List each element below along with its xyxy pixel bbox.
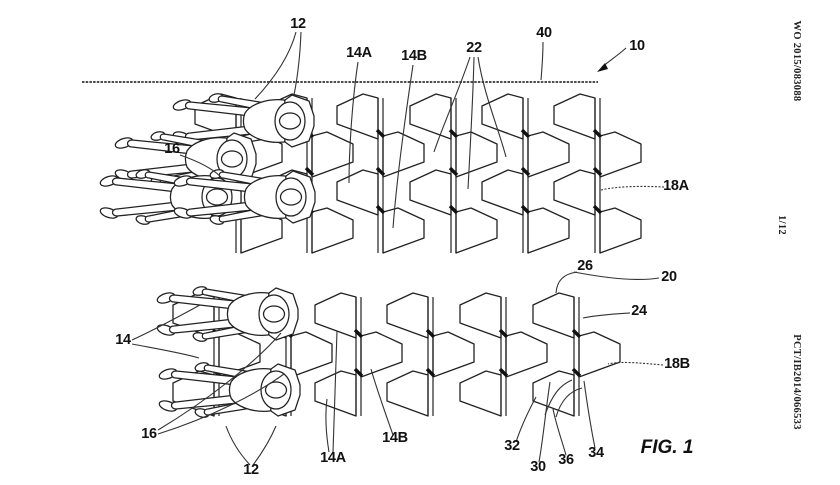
ref-label-10: 10 bbox=[629, 38, 645, 54]
seat-junction-wedge bbox=[375, 166, 386, 177]
ref-label-14: 14 bbox=[115, 332, 131, 348]
seat-junction-wedge bbox=[425, 367, 436, 378]
leader-lines bbox=[131, 31, 665, 466]
ref-label-14B-top: 14B bbox=[401, 48, 427, 64]
seat-column-spine bbox=[213, 297, 220, 416]
ref-label-18B: 18B bbox=[664, 356, 690, 372]
ref-label-30: 30 bbox=[530, 459, 546, 475]
ref-label-16-bottom: 16 bbox=[141, 426, 157, 442]
seat-column-spine bbox=[427, 297, 434, 416]
seat-hexagon-column bbox=[409, 93, 498, 254]
seat-column-spine bbox=[355, 297, 362, 416]
sheet-number: 1/12 bbox=[776, 215, 787, 235]
ref-label-20: 20 bbox=[661, 269, 677, 285]
ref-label-22: 22 bbox=[466, 40, 482, 56]
seat-junction-wedge bbox=[592, 128, 603, 139]
ref-label-12-bottom: 12 bbox=[243, 462, 259, 478]
seat-junction-wedge bbox=[520, 204, 531, 215]
ref-label-40: 40 bbox=[536, 25, 552, 41]
figure-caption: FIG. 1 bbox=[641, 437, 694, 458]
seat-hexagon-column bbox=[553, 93, 642, 254]
seat-junction-wedge bbox=[592, 204, 603, 215]
page-margin-texts: WO 2015/083088 1/12 PCT/IB2014/066533 bbox=[776, 21, 802, 430]
application-number: PCT/IB2014/066533 bbox=[791, 334, 802, 430]
publication-number: WO 2015/083088 bbox=[791, 21, 802, 102]
reference-labels: 12 14A 14B 22 40 10 16 18A 26 20 24 18B … bbox=[115, 16, 693, 478]
seat-junction-wedge bbox=[353, 328, 364, 339]
ref-label-16-top: 16 bbox=[164, 141, 180, 157]
seat-junction-wedge bbox=[592, 166, 603, 177]
seat-junction-wedge bbox=[498, 367, 509, 378]
ref-label-12-top: 12 bbox=[290, 16, 306, 32]
seat-junction-wedge bbox=[375, 128, 386, 139]
seat-column-spine bbox=[573, 297, 580, 416]
seat-hexagon-column bbox=[336, 93, 425, 254]
arrow-10-head bbox=[597, 63, 608, 72]
seat-junction-wedge bbox=[353, 367, 364, 378]
seat-hexagon-column bbox=[481, 93, 570, 254]
seat-junction-wedge bbox=[520, 128, 531, 139]
passengers-group bbox=[98, 91, 316, 420]
seat-junction-wedge bbox=[425, 328, 436, 339]
ref-label-18A: 18A bbox=[663, 178, 690, 194]
ref-label-34: 34 bbox=[588, 445, 604, 461]
ref-label-36: 36 bbox=[558, 452, 574, 468]
seat-column-spine bbox=[500, 297, 507, 416]
ref-label-14A-top: 14A bbox=[346, 45, 373, 61]
ref-label-26: 26 bbox=[577, 258, 593, 274]
ref-label-14B-bottom: 14B bbox=[382, 430, 408, 446]
seat-junction-wedge bbox=[571, 328, 582, 339]
seat-junction-wedge bbox=[498, 328, 509, 339]
seat-junction-wedge bbox=[448, 166, 459, 177]
ref-label-14A-bottom: 14A bbox=[320, 450, 347, 466]
seat-junction-wedge bbox=[448, 204, 459, 215]
seat-junction-wedge bbox=[520, 166, 531, 177]
ref-label-24: 24 bbox=[631, 303, 647, 319]
ref-label-32: 32 bbox=[504, 438, 520, 454]
seat-junction-wedge bbox=[571, 367, 582, 378]
seat-junction-wedge bbox=[448, 128, 459, 139]
seat-junction-wedge bbox=[375, 204, 386, 215]
seat-junction-wedge bbox=[304, 166, 315, 177]
